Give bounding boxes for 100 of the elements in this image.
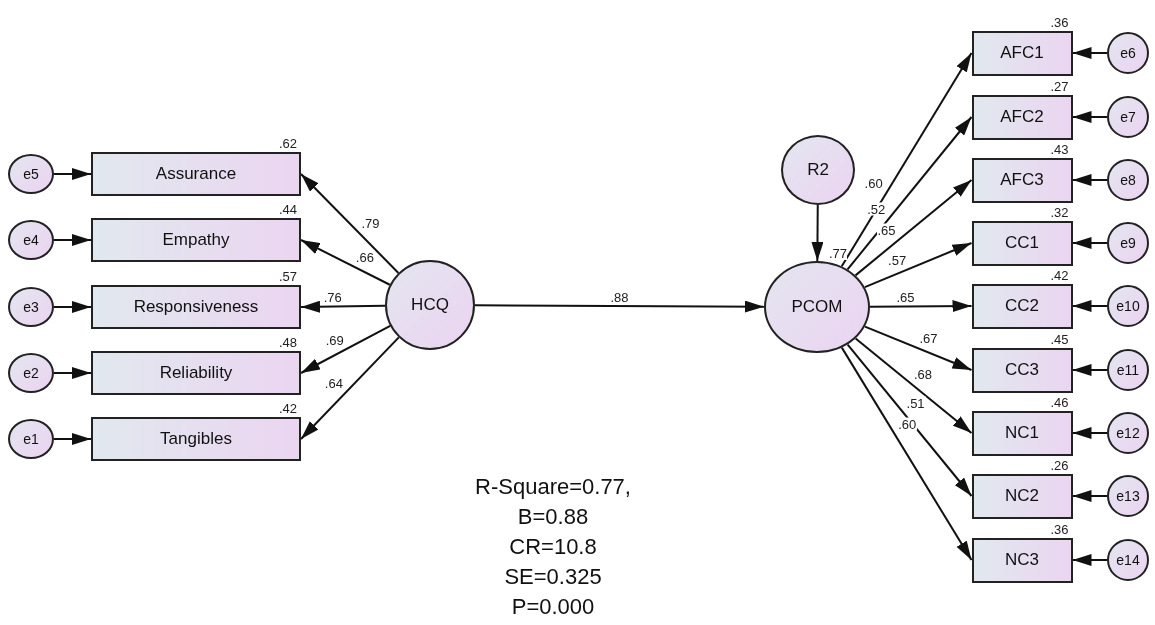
arrow — [863, 242, 973, 289]
variable-name: e3 — [23, 299, 39, 315]
arrow — [1071, 490, 1108, 502]
arrow — [846, 343, 973, 497]
arrow — [300, 336, 400, 440]
arrow — [300, 325, 392, 374]
squared-correlation-value: .43 — [1050, 142, 1069, 156]
observed-variable-box — [971, 220, 1073, 266]
squared-correlation-value: .45 — [1050, 332, 1069, 346]
squared-correlation-value: .36 — [1050, 522, 1069, 536]
edge-label: .60 — [897, 417, 918, 431]
variable-name: NC3 — [1005, 550, 1039, 570]
edge-label: .66 — [354, 250, 375, 264]
observed-variable-box — [91, 417, 301, 461]
arrow — [53, 433, 92, 445]
variable-name: e5 — [23, 166, 39, 182]
arrow — [1071, 47, 1108, 59]
edge-label: .79 — [360, 216, 381, 229]
error-term-circle — [1107, 475, 1149, 517]
variable-name: Tangibles — [160, 429, 232, 449]
arrow — [869, 300, 973, 313]
edge-label: .68 — [913, 367, 934, 381]
edge-label: .67 — [918, 331, 939, 345]
arrow — [1071, 300, 1108, 312]
variable-name: e10 — [1116, 298, 1140, 314]
squared-correlation-value: .77 — [829, 247, 848, 260]
squared-correlation-value: .62 — [279, 137, 298, 150]
variable-name: AFC3 — [1000, 170, 1044, 190]
arrow — [863, 325, 973, 371]
observed-variable-box — [91, 351, 301, 395]
variable-name: CC3 — [1005, 360, 1039, 380]
error-term-circle — [1107, 412, 1149, 454]
squared-correlation-value: .26 — [1050, 458, 1069, 472]
variable-name: e7 — [1120, 109, 1136, 125]
observed-variable-box — [971, 410, 1073, 456]
observed-variable-box — [971, 473, 1073, 519]
squared-correlation-value: .57 — [279, 270, 298, 283]
variable-name: e12 — [1116, 425, 1140, 441]
error-term-circle — [8, 353, 54, 393]
variable-name: CC2 — [1005, 296, 1039, 316]
edge-label: .57 — [887, 253, 908, 267]
squared-correlation-value: .42 — [279, 402, 298, 415]
edge-label: .65 — [876, 223, 897, 237]
squared-correlation-value: .36 — [1050, 15, 1069, 29]
edge-label: .65 — [895, 290, 916, 304]
error-term-circle — [1107, 32, 1149, 74]
edge-label: .51 — [905, 396, 926, 410]
variable-name: e8 — [1120, 172, 1136, 188]
observed-variable-box — [971, 30, 1073, 76]
arrow — [1071, 427, 1108, 439]
arrow — [1071, 111, 1108, 123]
squared-correlation-value: .32 — [1050, 205, 1069, 219]
variable-name: CC1 — [1005, 233, 1039, 253]
observed-variable-box — [971, 94, 1073, 140]
observed-variable-box — [91, 285, 301, 329]
observed-variable-box — [91, 152, 301, 196]
statistics-text: P=0.000 — [511, 596, 595, 618]
squared-correlation-value: .42 — [1050, 268, 1069, 282]
arrow — [53, 234, 92, 246]
arrow — [811, 204, 824, 262]
variable-name: e11 — [1116, 362, 1140, 378]
variable-name: e14 — [1116, 552, 1140, 568]
error-term-circle — [1107, 539, 1149, 581]
statistics-text: R-Square=0.77, — [475, 476, 631, 498]
variable-name: e6 — [1120, 45, 1136, 61]
latent-variable-circle — [764, 261, 870, 353]
arrow — [1071, 174, 1108, 186]
arrow — [474, 300, 765, 313]
variable-name: e2 — [23, 365, 39, 381]
edge-label: .69 — [324, 333, 345, 347]
observed-variable-box — [971, 537, 1073, 583]
arrow — [53, 367, 92, 379]
arrow — [854, 179, 973, 277]
error-term-circle — [1107, 349, 1149, 391]
arrow — [846, 116, 973, 271]
variable-name: AFC1 — [1000, 43, 1044, 63]
arrow — [840, 346, 973, 561]
error-term-circle — [1107, 159, 1149, 201]
error-term-circle — [8, 419, 54, 459]
variable-name: HCQ — [411, 295, 449, 315]
observed-variable-box — [91, 218, 301, 262]
statistics-text: B=0.88 — [517, 506, 589, 528]
error-term-circle — [1107, 222, 1149, 264]
error-term-circle — [8, 287, 54, 327]
edge-label: .64 — [323, 376, 344, 390]
squared-correlation-value: .44 — [279, 203, 298, 216]
observed-variable-box — [971, 157, 1073, 203]
arrow — [53, 301, 92, 313]
squared-correlation-value: .48 — [279, 336, 298, 349]
variable-name: NC1 — [1005, 423, 1039, 443]
error-term-circle — [8, 154, 54, 194]
edge-label: .60 — [863, 176, 884, 190]
observed-variable-box — [971, 283, 1073, 329]
error-term-circle — [1107, 96, 1149, 138]
arrow — [840, 52, 973, 268]
variable-name: NC2 — [1005, 486, 1039, 506]
arrow — [854, 337, 973, 434]
variable-name: e9 — [1120, 235, 1136, 251]
variable-name: PCOM — [791, 297, 843, 317]
observed-variable-box — [971, 347, 1073, 393]
